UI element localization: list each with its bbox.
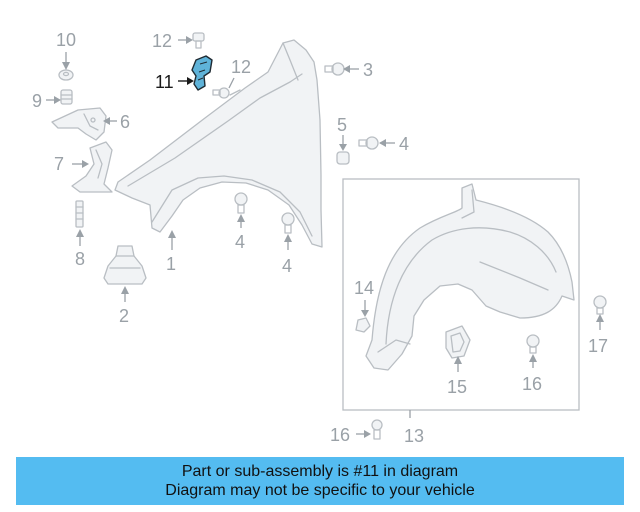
banner-line-1: Part or sub-assembly is #11 in diagram — [181, 463, 459, 480]
callout-9: 9 — [32, 91, 42, 111]
subassembly-box-13 — [342, 178, 580, 411]
stud-part-8[interactable] — [75, 200, 84, 228]
callout-7: 7 — [54, 154, 64, 174]
callout-14: 14 — [354, 278, 374, 298]
bolt-part-4-middle[interactable] — [234, 192, 248, 214]
screw-part-16-bottom[interactable] — [371, 419, 383, 440]
callout-1: 1 — [166, 254, 176, 274]
callout-4-middle: 4 — [235, 232, 245, 252]
bolt-part-4-lower[interactable] — [281, 212, 295, 234]
callout-12-lower: 12 — [231, 57, 251, 77]
seal-part-15[interactable] — [445, 325, 471, 359]
bracket-part-6[interactable] — [51, 107, 107, 141]
washer-part-10[interactable] — [58, 69, 74, 81]
callout-5: 5 — [337, 115, 347, 135]
callout-15: 15 — [447, 377, 467, 397]
callout-3: 3 — [363, 60, 373, 80]
bolt-part-3[interactable] — [324, 62, 345, 76]
banner-line-2: Diagram may not be specific to your vehi… — [165, 482, 475, 499]
brace-part-7[interactable] — [71, 141, 113, 193]
callout-12-top: 12 — [152, 31, 172, 51]
bolt-part-4-right[interactable] — [358, 136, 379, 150]
nut-part-5[interactable] — [336, 151, 350, 165]
screw-part-12-top[interactable] — [192, 32, 205, 49]
fender-part-1[interactable] — [114, 39, 323, 248]
callout-2: 2 — [119, 306, 129, 326]
callout-17: 17 — [588, 336, 608, 356]
callout-11: 11 — [155, 72, 174, 92]
callout-6: 6 — [120, 112, 130, 132]
clip-part-9[interactable] — [60, 89, 73, 105]
callout-4-right: 4 — [399, 134, 409, 154]
callout-4-lower: 4 — [282, 256, 292, 276]
callout-8: 8 — [75, 249, 85, 269]
callout-16-bottom: 16 — [330, 425, 350, 445]
callout-13: 13 — [404, 426, 424, 446]
bracket-part-11-highlighted[interactable] — [191, 55, 213, 91]
screw-part-16-right[interactable] — [526, 334, 540, 354]
screw-part-17[interactable] — [593, 295, 607, 315]
boot-part-2[interactable] — [103, 245, 147, 285]
info-banner: Part or sub-assembly is #11 in diagram D… — [16, 457, 624, 505]
screw-part-12-lower[interactable] — [212, 87, 230, 99]
callout-16-right: 16 — [522, 374, 542, 394]
callout-10: 10 — [56, 30, 76, 50]
fender-liner-part-13[interactable] — [365, 183, 575, 371]
clip-part-14[interactable] — [355, 317, 371, 333]
